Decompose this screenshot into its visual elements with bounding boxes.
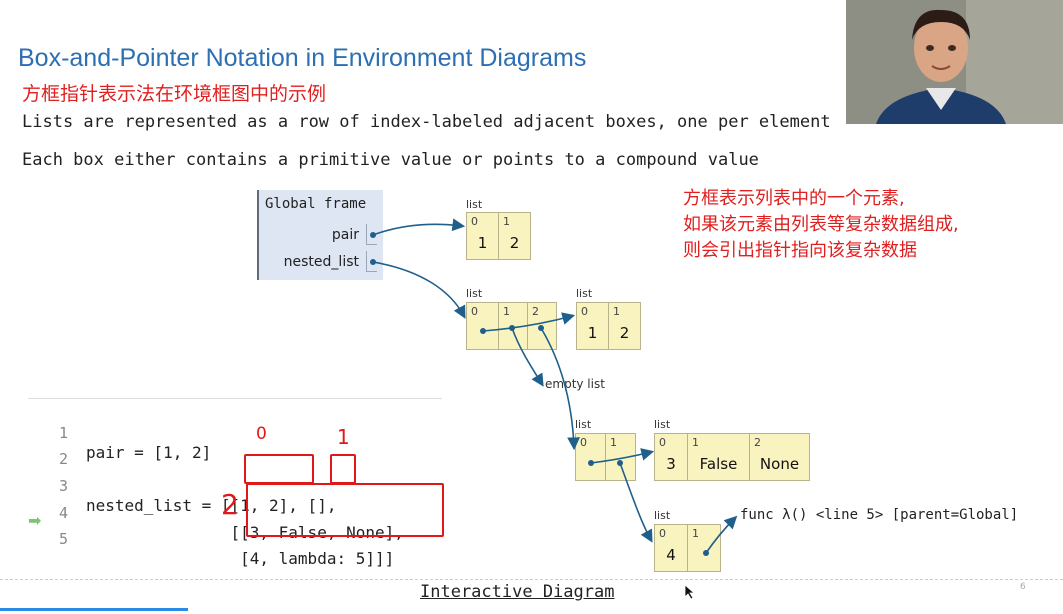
list-cell: 1: [687, 524, 721, 572]
frame-header: Global frame: [265, 196, 367, 212]
list-cell: 2 None: [749, 433, 810, 481]
cell-value: 2: [509, 234, 520, 252]
annotation-label-0: 0: [256, 424, 267, 444]
pointer-lambda: [705, 515, 738, 554]
list-cell: 0 1: [576, 302, 609, 350]
cell-index: 0: [659, 436, 666, 449]
list-cell: 0 1: [466, 212, 499, 260]
line-number: 4: [58, 504, 68, 522]
list-cell: 0 3: [654, 433, 688, 481]
footer-divider: [0, 579, 1063, 580]
cell-index: 0: [471, 215, 478, 228]
code-line: 1 pair = [1, 2]: [28, 405, 211, 462]
annotation-box-2: [246, 483, 444, 537]
code-line: 3 nested_list = [[1, 2], [],: [28, 458, 336, 515]
code-line: 2: [28, 431, 68, 468]
presenter-video: [846, 0, 1063, 124]
video-progress-bar[interactable]: [0, 608, 188, 611]
pointer-outer-2: [540, 327, 580, 451]
list-cell: 1 2: [498, 212, 531, 260]
function-object-label: func λ() <line 5> [parent=Global]: [740, 507, 1019, 523]
cell-value: 1: [477, 234, 488, 252]
line-number: 5: [58, 530, 68, 548]
list-label: list: [466, 287, 483, 300]
code-panel: 1 pair = [1, 2] 2 3 nested_list = [[1, 2…: [28, 398, 442, 568]
code-text: [[3, False, None],: [86, 523, 404, 542]
list-label: list: [654, 418, 671, 431]
note-line: 则会引出指针指向该复杂数据: [683, 240, 917, 261]
annotation-label-1: 1: [337, 425, 350, 449]
cell-value: 1: [587, 324, 598, 342]
bullet-1: Lists are represented as a row of index-…: [22, 112, 831, 132]
pointer-nested-list: [372, 261, 466, 319]
cell-value: 2: [619, 324, 630, 342]
list-label: list: [576, 287, 593, 300]
cell-index: 1: [692, 527, 699, 540]
cell-value: 4: [666, 546, 676, 564]
cell-index: 1: [503, 215, 510, 228]
code-line: 5 [4, lambda: 5]]]: [28, 511, 394, 568]
code-text: pair = [1, 2]: [86, 443, 212, 462]
note-line: 如果该元素由列表等复杂数据组成,: [683, 214, 959, 235]
cell-index: 1: [503, 305, 510, 318]
cell-value: 3: [666, 455, 676, 473]
empty-list-label: empty list: [545, 377, 605, 391]
page-number: 6: [1020, 582, 1026, 592]
slide-title: Box-and-Pointer Notation in Environment …: [18, 44, 587, 72]
pointer-second-1: [619, 462, 653, 543]
frame-slot: [366, 224, 377, 245]
cell-index: 1: [610, 436, 617, 449]
annotation-box-1: [330, 454, 356, 484]
cell-value: None: [759, 455, 800, 473]
global-frame: Global frame pair nested_list: [257, 190, 383, 280]
cell-index: 0: [659, 527, 666, 540]
cell-index: 0: [580, 436, 587, 449]
note-line: 方框表示列表中的一个元素,: [683, 188, 905, 209]
annotation-label-2: 2: [221, 488, 239, 521]
line-number: 2: [58, 450, 68, 468]
frame-slot: [366, 251, 377, 272]
list-label: list: [575, 418, 592, 431]
cell-index: 1: [692, 436, 699, 449]
cell-index: 0: [471, 305, 478, 318]
pointer-second-0: [590, 448, 655, 464]
frame-var-nested-list: nested_list: [283, 254, 359, 270]
line-number: 1: [58, 424, 68, 442]
slide-subtitle-cn: 方框指针表示法在环境框图中的示例: [22, 83, 327, 105]
list-label: list: [466, 198, 483, 211]
cell-index: 2: [532, 305, 539, 318]
pointer-outer-1: [511, 327, 544, 387]
cell-index: 1: [613, 305, 620, 318]
list-cell: 0: [466, 302, 499, 350]
line-number: 3: [58, 477, 68, 495]
current-line-arrow-icon: ➡: [28, 511, 42, 530]
list-label: list: [654, 509, 671, 522]
list-cell: 0: [575, 433, 606, 481]
code-line: 4 [[3, False, None],: [28, 485, 404, 542]
frame-var-pair: pair: [331, 227, 359, 243]
interactive-diagram-link[interactable]: Interactive Diagram: [420, 582, 615, 602]
pointer-outer-0: [482, 312, 576, 332]
cell-index: 0: [581, 305, 588, 318]
mouse-cursor-icon: [684, 584, 696, 600]
cell-value: False: [699, 455, 738, 473]
pointer-pair: [372, 218, 466, 236]
bullet-2: Each box either contains a primitive val…: [22, 150, 759, 170]
list-cell: 1 2: [608, 302, 641, 350]
list-cell: 0 4: [654, 524, 688, 572]
cell-index: 2: [754, 436, 761, 449]
explanation-note-cn: 方框表示列表中的一个元素, 如果该元素由列表等复杂数据组成, 则会引出指针指向该…: [683, 186, 959, 264]
annotation-box-0: [244, 454, 314, 484]
code-text: nested_list = [[1, 2], [],: [86, 496, 337, 515]
code-text: [4, lambda: 5]]]: [86, 549, 395, 568]
